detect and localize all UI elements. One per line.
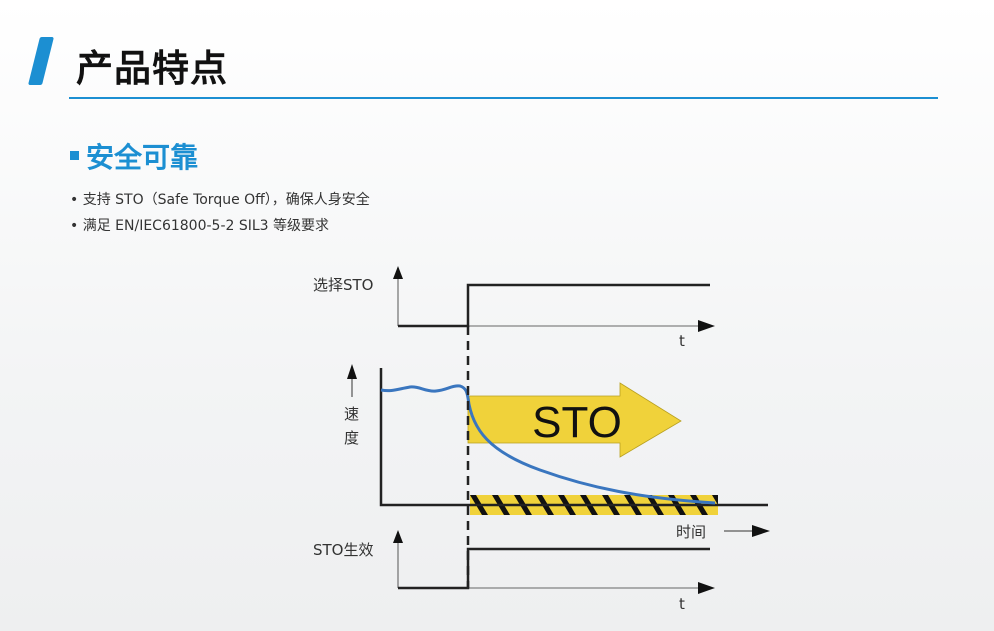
select-sto-label: 选择STO: [313, 276, 374, 294]
select-sto-y-axis: [393, 266, 403, 326]
speed-arrow-icon: [347, 364, 357, 397]
speed-label: 速: [344, 405, 359, 423]
t-axis-label: t: [679, 595, 685, 613]
speed-label: 度: [344, 429, 359, 447]
sto-arrow: [467, 382, 682, 458]
section-title: 安全可靠: [86, 141, 199, 174]
sto-arrow-text: STO: [532, 398, 622, 447]
section-square-icon: [70, 151, 79, 160]
feature-bullet: • 满足 EN/IEC61800-5-2 SIL3 等级要求: [70, 218, 330, 234]
sto-active-y-axis: [393, 530, 403, 588]
title-divider: [69, 97, 938, 99]
feature-bullet: • 支持 STO（Safe Torque Off），确保人身安全: [70, 192, 370, 208]
arrow-icon: [698, 582, 715, 594]
time-arrow-icon: [724, 525, 770, 537]
t-axis-label: t: [679, 332, 685, 350]
select-sto-signal: [398, 283, 710, 328]
sto-active-signal: [398, 547, 710, 590]
speed-axes: [379, 368, 768, 507]
arrow-icon: [698, 320, 715, 332]
time-label: 时间: [676, 523, 706, 541]
sto-active-label: STO生效: [313, 541, 374, 559]
speed-curve: [380, 384, 716, 505]
page-title: 产品特点: [76, 47, 228, 90]
